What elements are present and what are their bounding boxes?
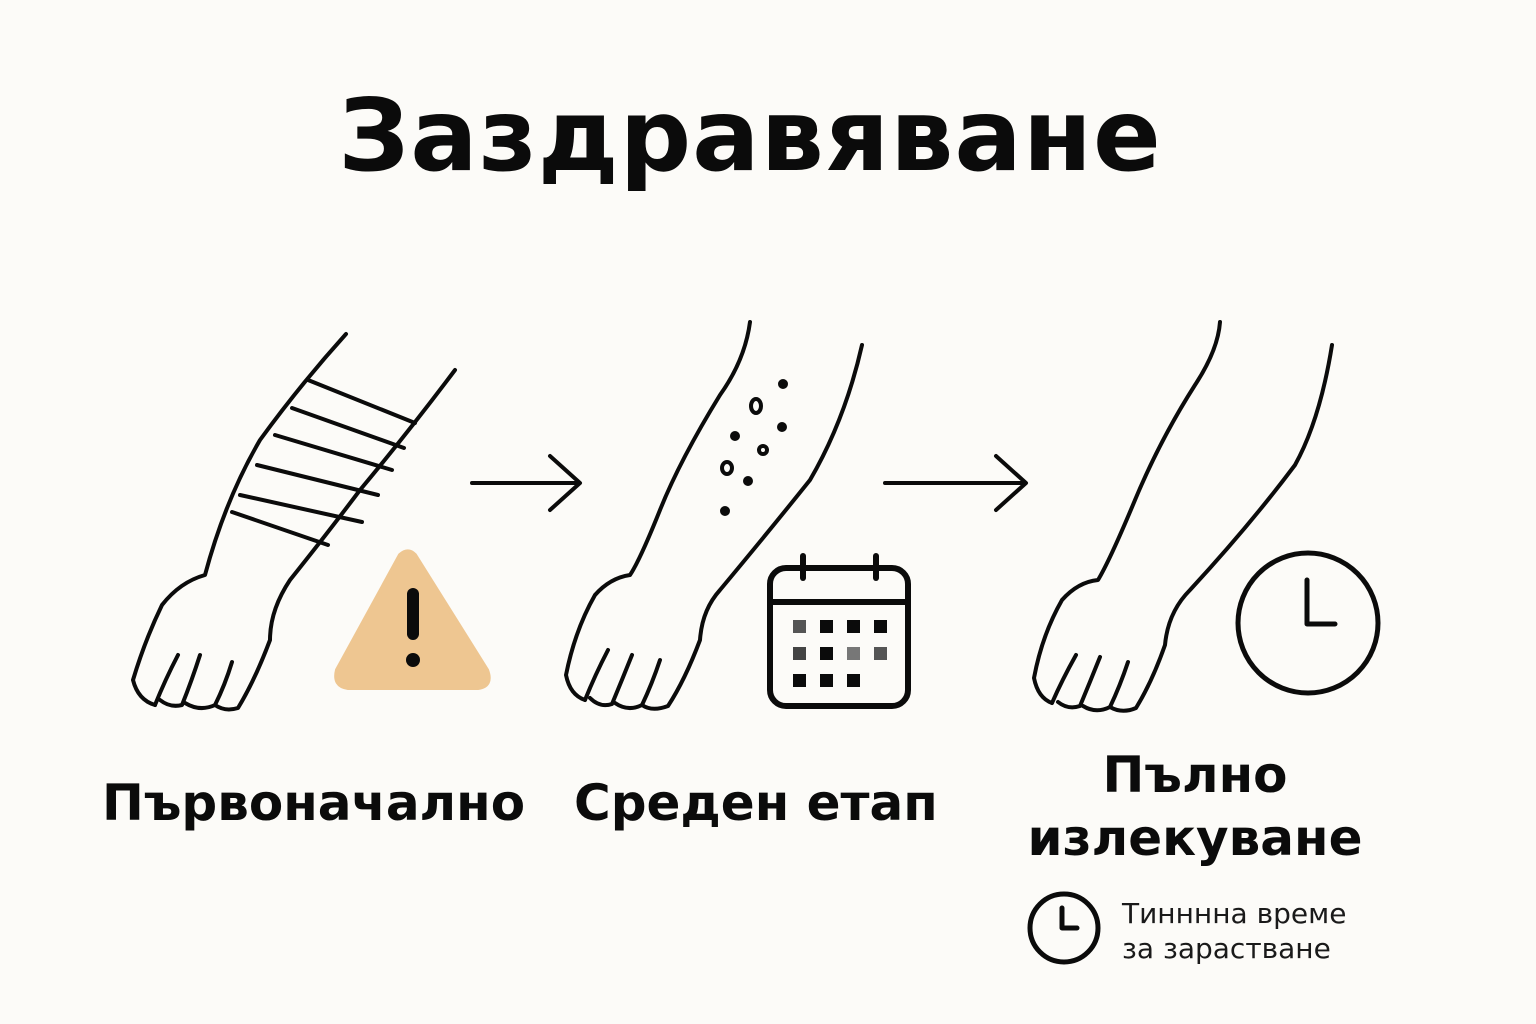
- arrow-right-icon: [470, 454, 582, 512]
- healing-time-note-line2: за зарастване: [1122, 932, 1331, 965]
- note-clock-icon: [1027, 891, 1101, 965]
- stage-middle-label: Среден етап: [574, 774, 938, 832]
- warning-icon: [334, 549, 491, 690]
- stage-full-healing-label: Пълно излекуване: [1027, 746, 1363, 867]
- bandaged-arm-illustration: [131, 332, 457, 712]
- healed-arm-illustration: [1032, 320, 1334, 713]
- healing-time-note: Тинннна време за зарастване: [1122, 896, 1392, 966]
- arrow-right-icon: [883, 454, 1028, 512]
- calendar-icon: [767, 553, 911, 709]
- healing-time-note-line1: Тинннна време: [1122, 897, 1347, 930]
- diagram-title: Заздравяване: [338, 77, 1162, 194]
- clock-icon: [1235, 550, 1381, 696]
- stage-initial-label: Първоначално: [102, 774, 526, 832]
- skin-spots: [720, 379, 788, 516]
- healing-arm-illustration: [564, 320, 864, 711]
